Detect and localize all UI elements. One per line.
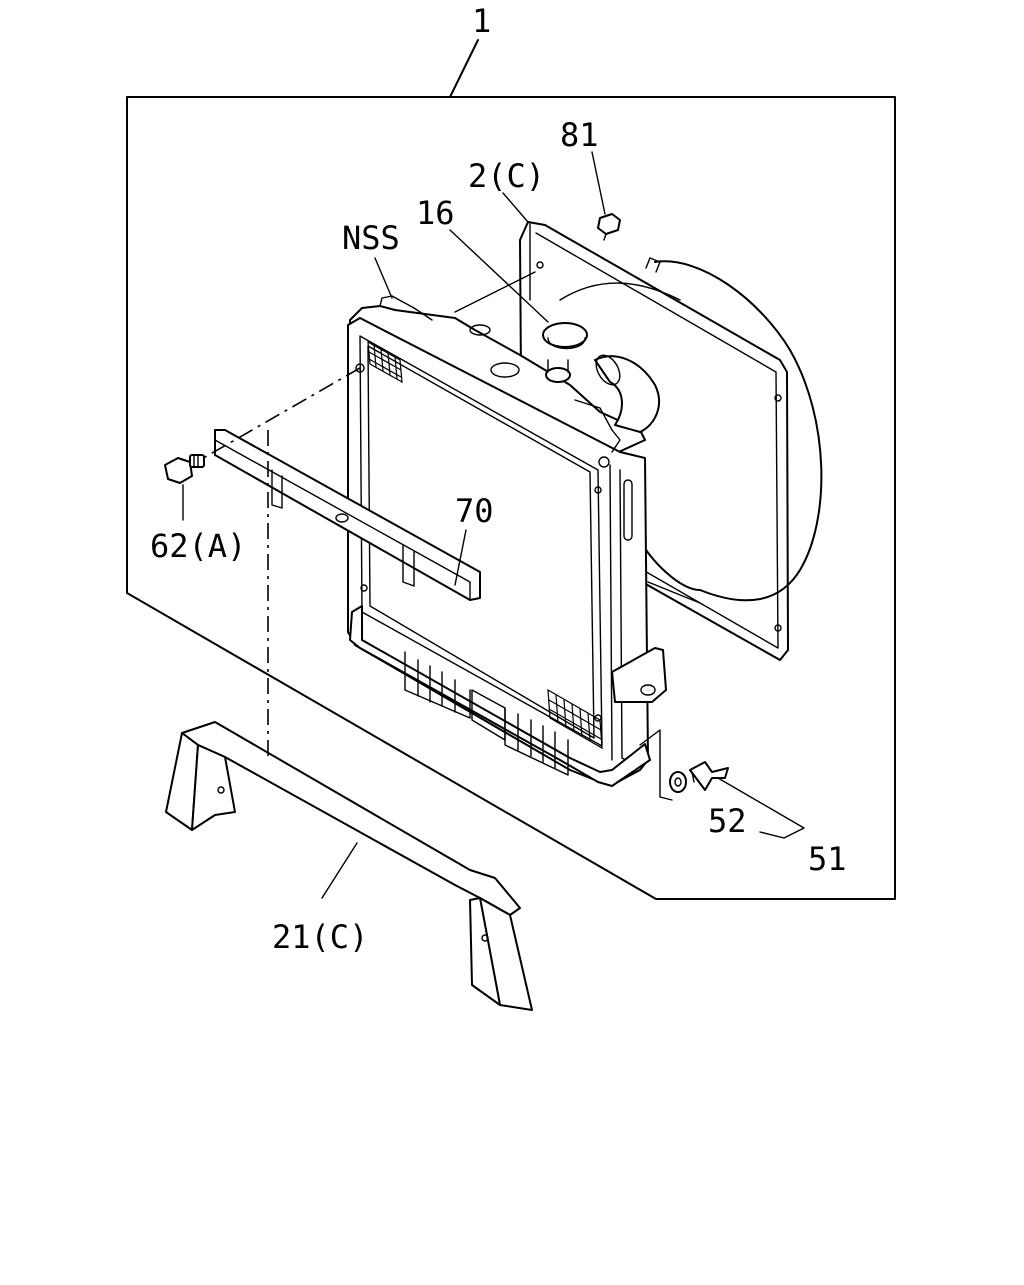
callout-assembly: 1	[472, 2, 491, 40]
wing-bolt	[689, 761, 729, 791]
callout-70: 70	[455, 492, 494, 530]
washer	[669, 771, 687, 793]
callout-81: 81	[560, 116, 599, 154]
callout-21c: 21(C)	[272, 918, 368, 956]
leader-lines	[182, 151, 805, 899]
callout-62a: 62(A)	[150, 527, 246, 565]
bolt	[164, 454, 205, 484]
radiator-cap	[542, 322, 588, 383]
callout-2c: 2(C)	[468, 157, 545, 195]
assembly-boundary	[126, 39, 896, 900]
nut	[597, 213, 621, 241]
upper-hose-outlet	[574, 354, 660, 453]
callout-51: 51	[808, 840, 847, 878]
callout-nss: NSS	[342, 219, 400, 257]
callout-16: 16	[416, 194, 455, 232]
lower-support-bracket	[165, 721, 533, 1011]
callout-labels: 1 81 2(C) 16 NSS 70 62(A) 52 51 21(C)	[150, 2, 847, 956]
callout-52: 52	[708, 802, 747, 840]
cross-bar	[214, 429, 481, 601]
radiator-assembly	[347, 295, 667, 787]
